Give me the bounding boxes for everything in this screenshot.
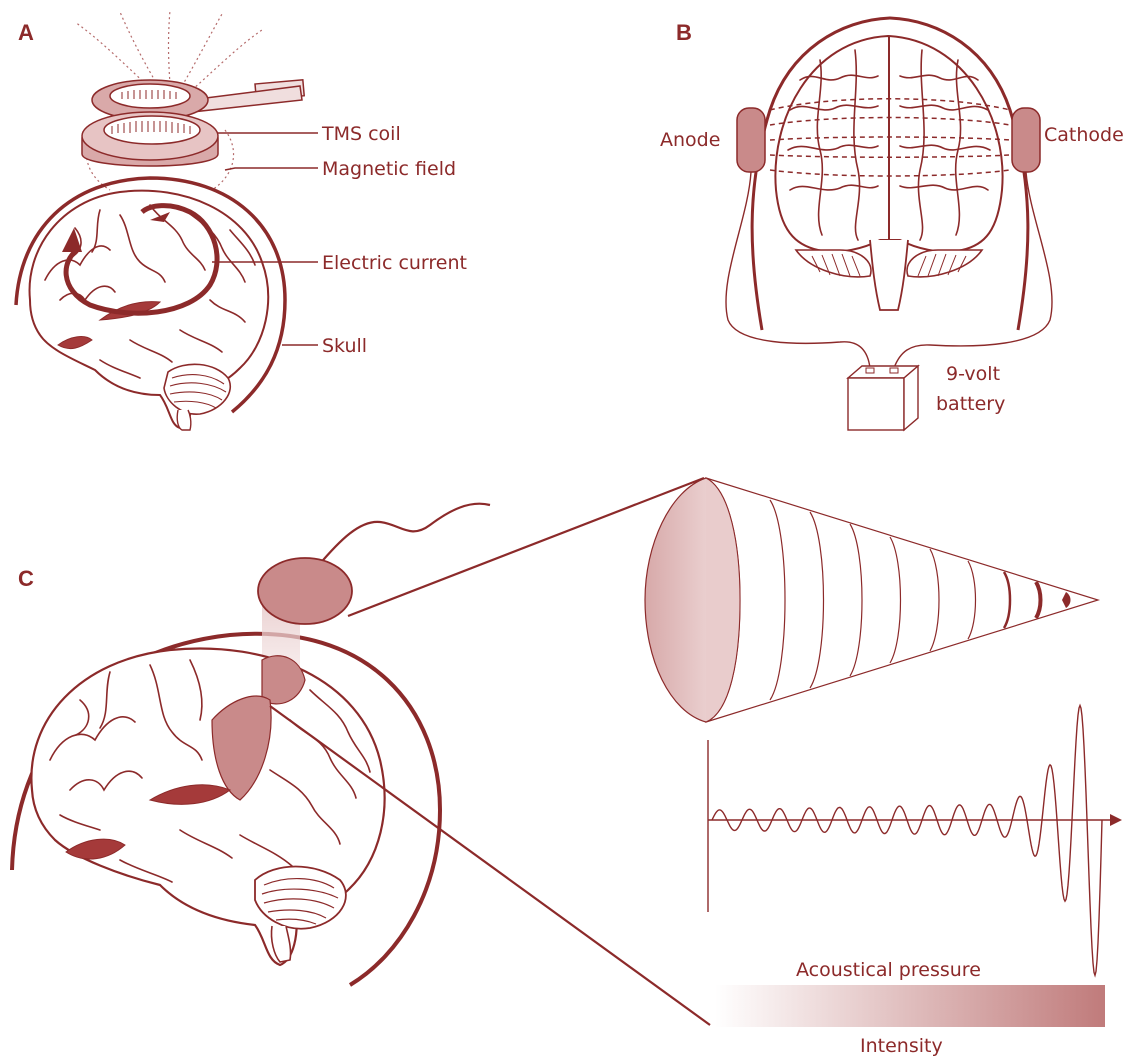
ultrasound-cone bbox=[645, 478, 1098, 722]
acoustic-pressure-plot bbox=[708, 706, 1122, 976]
tms-coil bbox=[82, 80, 304, 166]
label-cathode: Cathode bbox=[1044, 124, 1124, 146]
label-intensity: Intensity bbox=[860, 1035, 943, 1057]
panel-c-letter: C bbox=[18, 566, 34, 591]
cathode-electrode bbox=[1012, 108, 1040, 172]
anode-electrode bbox=[737, 108, 765, 172]
label-skull: Skull bbox=[322, 335, 367, 357]
label-magnetic-field: Magnetic field bbox=[322, 158, 456, 180]
panel-b: B bbox=[660, 18, 1124, 430]
label-electric-current: Electric current bbox=[322, 252, 467, 274]
label-battery-line2: battery bbox=[936, 393, 1005, 415]
label-anode: Anode bbox=[660, 129, 720, 151]
label-battery-line1: 9-volt bbox=[946, 363, 1000, 385]
panel-a-letter: A bbox=[18, 20, 34, 45]
battery bbox=[848, 366, 918, 430]
panel-a: A bbox=[16, 10, 467, 430]
label-tms-coil: TMS coil bbox=[321, 123, 401, 145]
panel-b-letter: B bbox=[676, 20, 692, 45]
brain-a bbox=[30, 191, 269, 430]
pressure-waveform bbox=[712, 706, 1102, 976]
intensity-bar bbox=[715, 985, 1105, 1027]
panel-c: C bbox=[12, 478, 1122, 1057]
brain-c bbox=[31, 648, 384, 965]
brain-b bbox=[770, 36, 1010, 310]
label-acoustical-pressure: Acoustical pressure bbox=[796, 959, 981, 981]
